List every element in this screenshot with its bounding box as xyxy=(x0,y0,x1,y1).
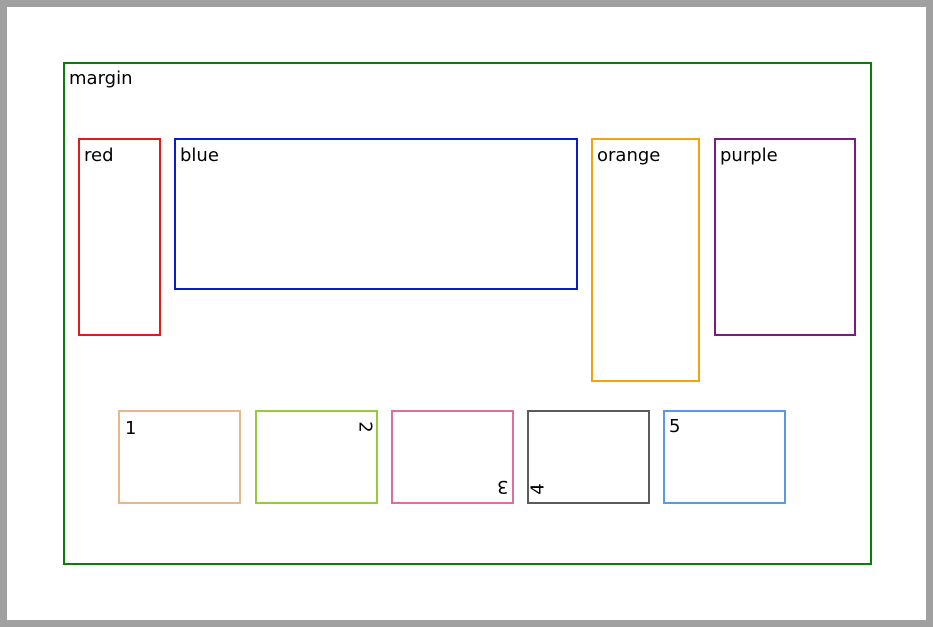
margin-label: margin xyxy=(69,68,133,89)
box-1: 1 xyxy=(118,410,241,504)
box-2-label: 2 xyxy=(354,421,376,433)
margin-box: margin xyxy=(63,62,872,565)
box-2: 2 xyxy=(255,410,378,504)
box-5-label: 5 xyxy=(669,416,681,437)
blue-box: blue xyxy=(174,138,578,290)
red-box: red xyxy=(78,138,161,336)
purple-label: purple xyxy=(720,145,778,166)
box-4: 4 xyxy=(527,410,650,504)
box-4-label: 4 xyxy=(527,483,549,495)
red-label: red xyxy=(84,145,114,166)
orange-label: orange xyxy=(597,145,661,166)
blue-label: blue xyxy=(180,145,219,166)
box-1-label: 1 xyxy=(125,418,137,439)
orange-box: orange xyxy=(591,138,700,382)
purple-box: purple xyxy=(714,138,856,336)
page-canvas: margin red blue orange purple 1 2 3 4 5 xyxy=(7,7,926,620)
box-3: 3 xyxy=(391,410,514,504)
box-5: 5 xyxy=(663,410,786,504)
box-3-label: 3 xyxy=(496,476,508,497)
